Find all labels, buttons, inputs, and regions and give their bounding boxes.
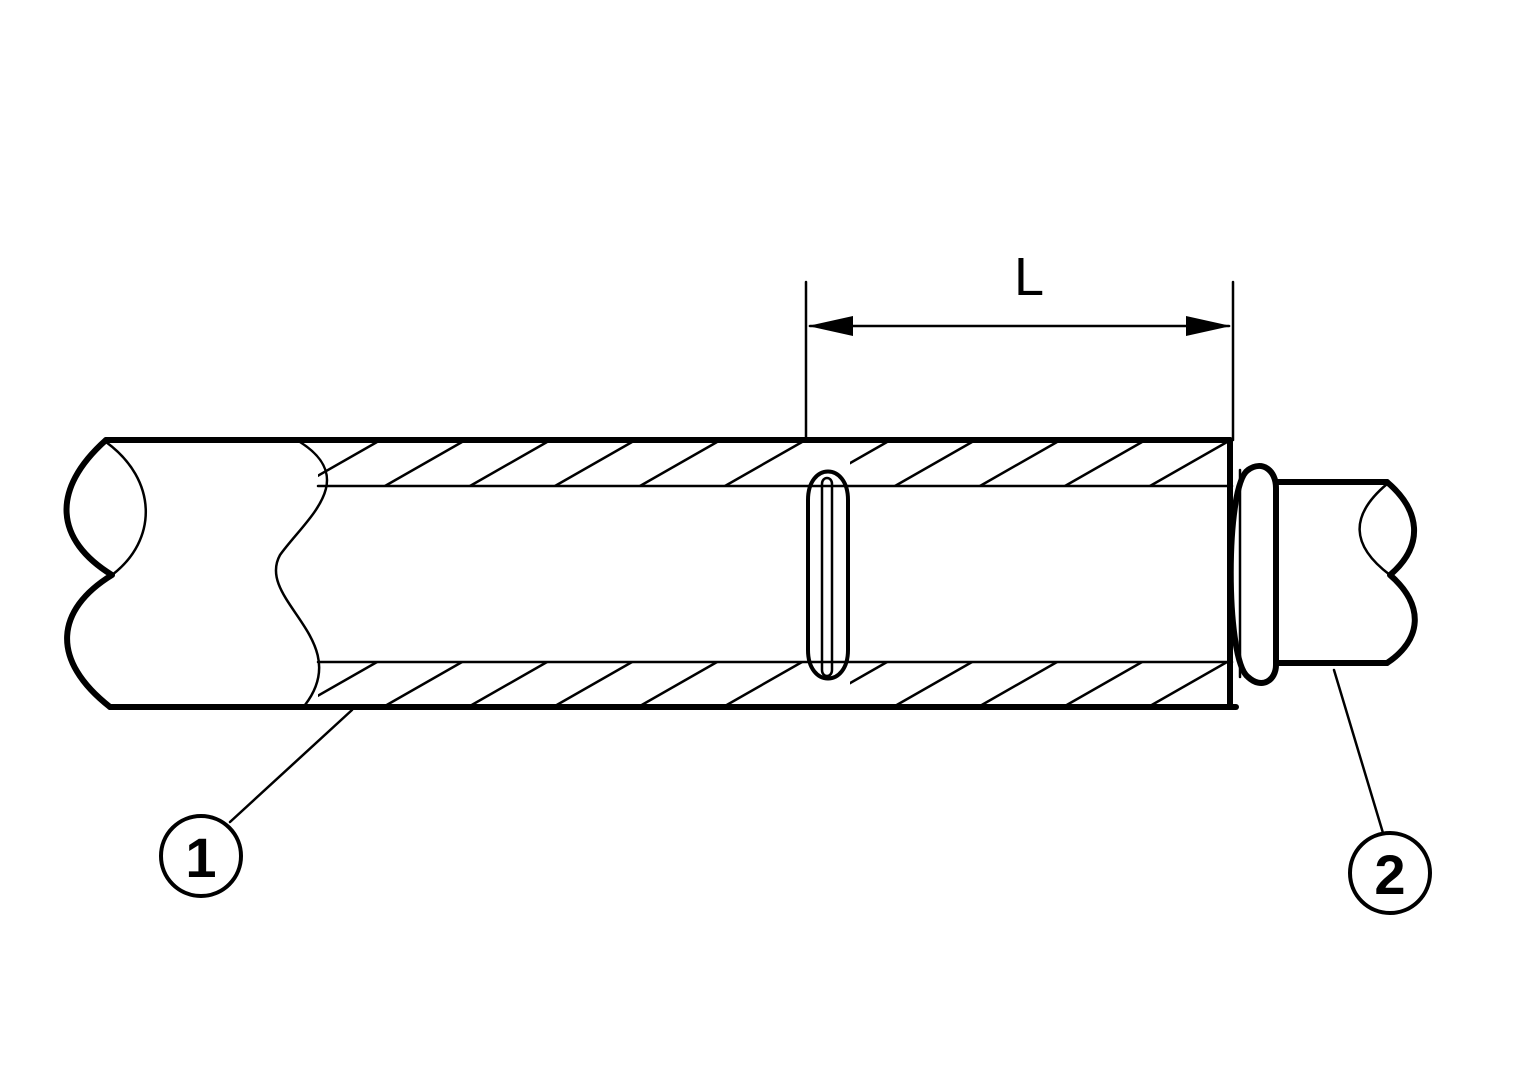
hatch-line bbox=[894, 442, 973, 486]
hatch-line bbox=[1149, 662, 1228, 706]
callout-1-leader bbox=[228, 708, 354, 824]
callout-2-label: 2 bbox=[1374, 843, 1405, 906]
hatch-line bbox=[979, 442, 1058, 486]
hatch-line bbox=[1149, 442, 1228, 486]
hatch-line bbox=[318, 442, 378, 478]
inner-tube-flare bbox=[1227, 463, 1279, 686]
callout-2-circle bbox=[1348, 831, 1432, 915]
dimension-arrow-left bbox=[808, 316, 853, 336]
outer-tube-break-inner-left bbox=[104, 440, 147, 577]
hatch-line bbox=[979, 662, 1058, 706]
hatch-line bbox=[554, 662, 633, 706]
dimension-l: L bbox=[804, 247, 1235, 442]
inner-tube bbox=[1227, 463, 1418, 686]
inner-tube-break-inner bbox=[1358, 482, 1392, 577]
outer-tube-break-inner-right bbox=[274, 440, 329, 707]
hatch-line bbox=[469, 442, 548, 486]
callout-1-label: 1 bbox=[185, 826, 216, 889]
dimension-arrow-right bbox=[1186, 316, 1231, 336]
dimension-label: L bbox=[1014, 247, 1044, 307]
tube-bead bbox=[806, 469, 850, 681]
hatch-line bbox=[384, 662, 463, 706]
hatch-line bbox=[1064, 442, 1143, 486]
hatch-line bbox=[639, 442, 718, 486]
hatch-line bbox=[384, 442, 463, 486]
bead-outline bbox=[806, 469, 850, 681]
bead-inner-slot bbox=[820, 476, 834, 678]
hatch-line bbox=[894, 662, 973, 706]
hatch-line bbox=[639, 662, 718, 706]
hatch-line bbox=[554, 442, 633, 486]
callout-1-circle bbox=[159, 814, 243, 898]
hatch-line bbox=[724, 442, 803, 486]
callout-2-leader bbox=[1332, 668, 1385, 835]
hatch-line bbox=[318, 662, 378, 698]
hatch-line bbox=[469, 662, 548, 706]
hatch-line bbox=[724, 662, 803, 706]
callout-1: 1 bbox=[159, 708, 354, 898]
callout-2: 2 bbox=[1332, 668, 1432, 915]
inner-tube-break-outer bbox=[1384, 479, 1418, 666]
hatch-line bbox=[1064, 662, 1143, 706]
outer-tube-break-outer bbox=[63, 437, 115, 710]
